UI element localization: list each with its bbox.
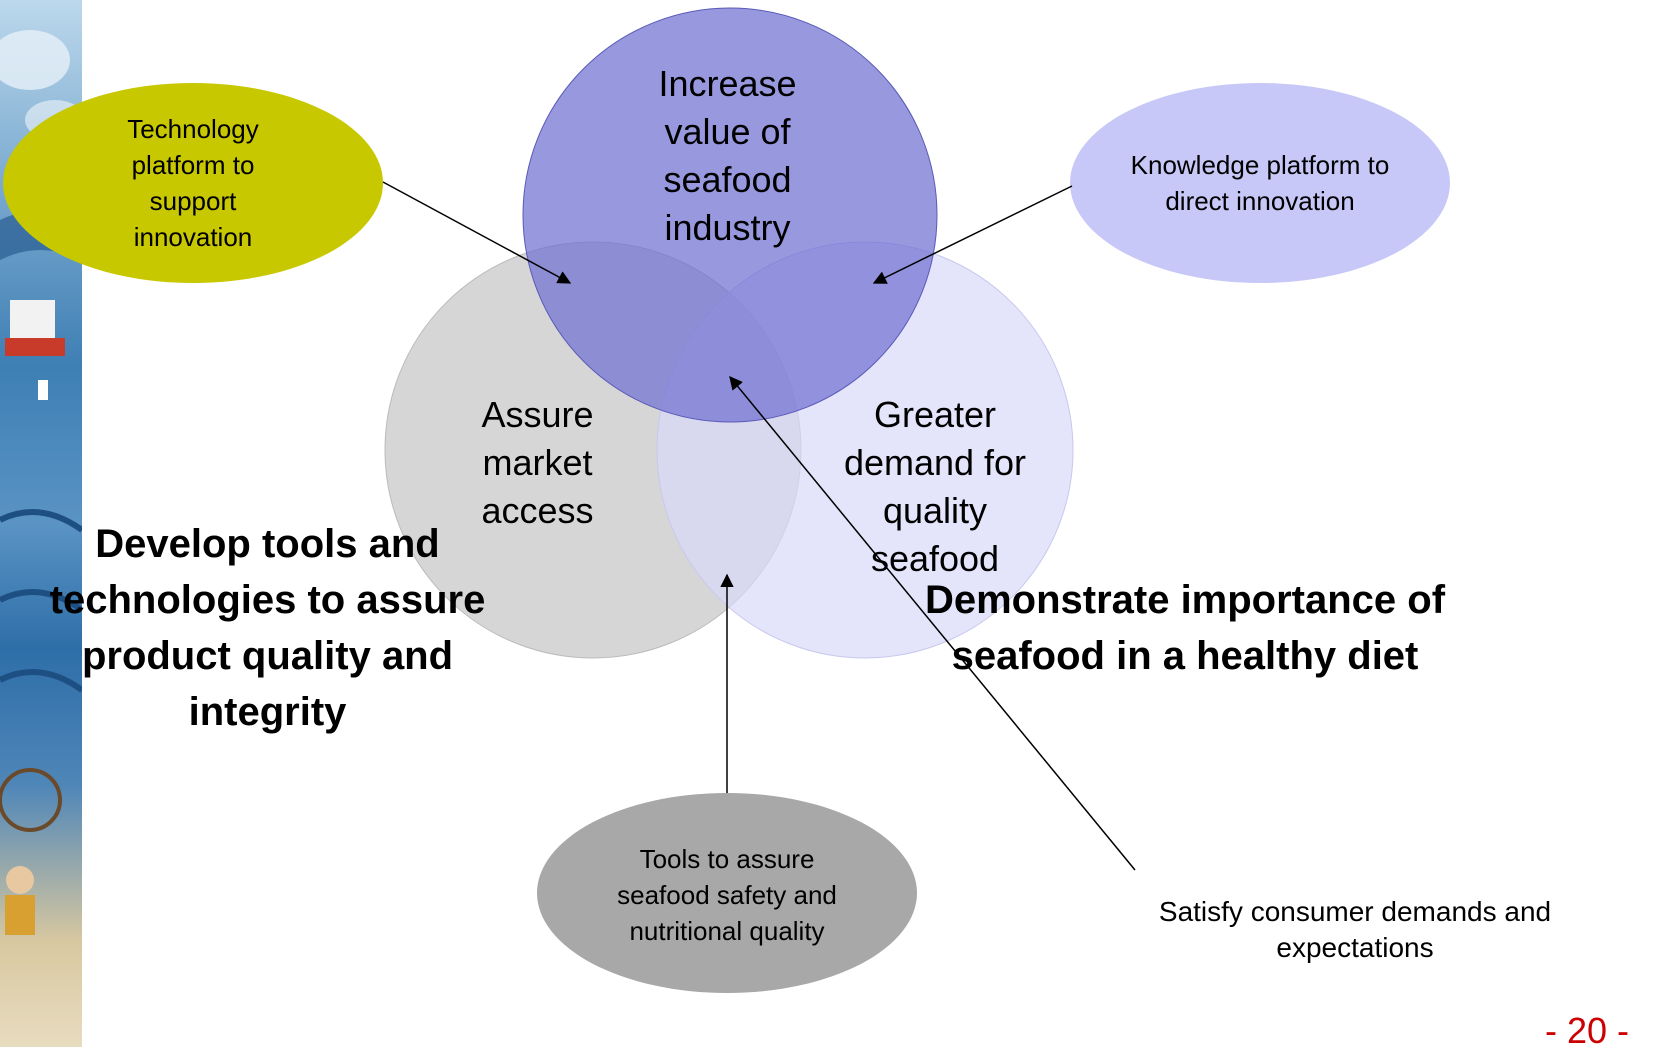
technology-oval-label: Technology platform to support innovatio…	[127, 114, 259, 252]
knowledge-arrow	[872, 185, 1073, 284]
left-circle-label: Assure market access	[481, 394, 594, 531]
demonstrate-goal-label: Demonstrate importance of seafood in a h…	[924, 578, 1446, 678]
technology-oval	[3, 83, 383, 283]
knowledge-oval-label: Knowledge platform to direct innovation	[1130, 150, 1390, 216]
consumer-demands-label: Satisfy consumer demands and expectation…	[1158, 896, 1552, 963]
tools-oval	[537, 793, 917, 993]
knowledge-oval	[1070, 83, 1450, 283]
tools-oval-label: Tools to assure seafood safety and nutri…	[617, 844, 837, 946]
consumer-arrow	[729, 375, 1136, 871]
top-circle	[522, 7, 938, 423]
page-number: - 20 -	[1545, 1010, 1630, 1051]
top-circle-label: Increase value of seafood industry	[658, 63, 797, 248]
develop-goal-label: Develop tools and technologies to assure…	[49, 522, 486, 734]
technology-arrow	[382, 181, 572, 284]
right-circle-label: Greater demand for quality seafood	[843, 394, 1027, 579]
